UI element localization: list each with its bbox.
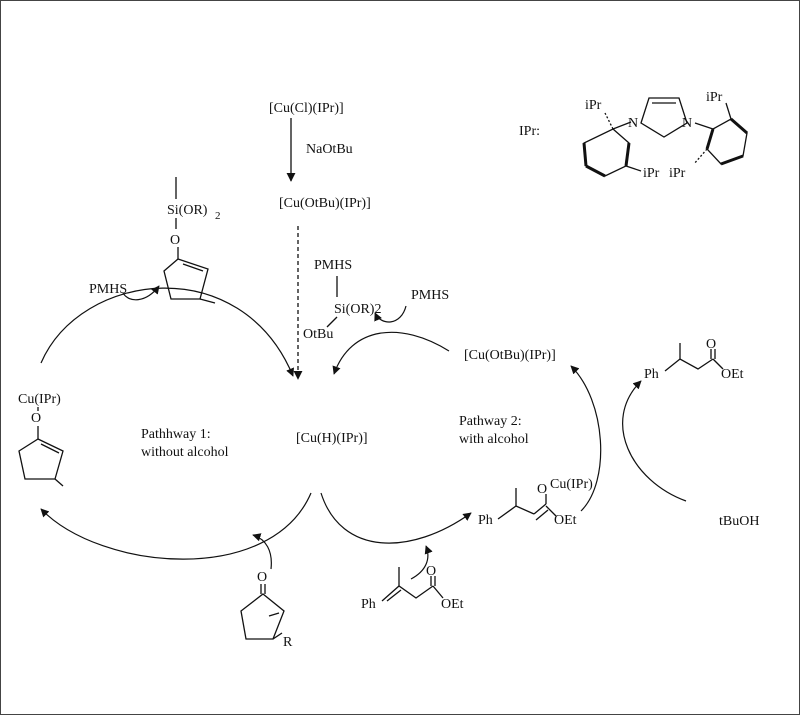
ipr-label-bottom-right: iPr — [669, 166, 686, 181]
enone-double-bond — [268, 612, 280, 617]
product-chain — [664, 358, 714, 372]
byproduct-otbu-label: OtBu — [303, 327, 333, 342]
alcoholysis-arrow — [622, 380, 687, 502]
enone-entry-arrow — [252, 533, 272, 570]
ipr-label-top-right: iPr — [706, 90, 723, 105]
precursor-label: [Cu(Cl)(IPr)] — [269, 101, 344, 116]
ester-substrate-ph-label: Ph — [361, 597, 376, 612]
ester-enolate-o-label: O — [537, 482, 547, 497]
byproduct-pmhs-label: PMHS — [314, 258, 352, 273]
enolate-double-bond — [40, 443, 60, 454]
ipr-label-bottom-left: iPr — [643, 166, 660, 181]
ester-substrate-o-label: O — [426, 564, 436, 579]
ester-substrate-oet-label: OEt — [441, 597, 464, 612]
ester-enolate-chain — [497, 505, 535, 520]
hydride-label: [Cu(H)(IPr)] — [296, 431, 368, 446]
ipr-n-left: N — [628, 116, 638, 131]
ester-enolate-double-bond — [535, 509, 549, 521]
pathway2-bottom-arc — [320, 492, 472, 544]
silyl-si-label: Si(OR) — [167, 203, 208, 218]
base-label: NaOtBu — [306, 142, 353, 157]
pathway2-pmhs-label: PMHS — [411, 288, 449, 303]
regenerated-alkoxide-label: [Cu(OtBu)(IPr)] — [464, 348, 556, 363]
pathway1-pmhs-label: PMHS — [89, 282, 127, 297]
ester-entry-arrow — [410, 545, 433, 580]
product-oet-label: OEt — [721, 367, 744, 382]
si-otbu-bond — [326, 316, 338, 328]
enone-r-label: R — [283, 635, 293, 650]
pathway2-title: Pathway 2: — [459, 414, 522, 429]
ligand-label: IPr: — [519, 124, 540, 139]
enolate-methyl-bond — [54, 478, 64, 487]
ester-enolate-cu-label: Cu(IPr) — [550, 477, 593, 492]
ester-enolate-oet-bond — [545, 505, 557, 517]
enone-o-label: O — [257, 570, 267, 585]
silyl-cyclopentene-ring — [163, 258, 209, 300]
enone-r-bond — [272, 632, 283, 640]
pathway2-subtitle: with alcohol — [459, 432, 529, 447]
ester-substrate-chain — [381, 585, 434, 602]
ester-enolate-ph-label: Ph — [478, 513, 493, 528]
cu-enolate-label: Cu(IPr) — [18, 392, 61, 407]
pathway1-bottom-arc — [40, 492, 312, 560]
pathway1-subtitle: without alcohol — [141, 445, 229, 460]
ester-enolate-oet-label: OEt — [554, 513, 577, 528]
ipr-label-top-left: iPr — [585, 98, 602, 113]
byproduct-si-label: Si(OR)2 — [334, 302, 381, 317]
ipr-n-right: N — [682, 116, 692, 131]
pathway2-right-arc — [570, 365, 602, 512]
ipr-ligand-structure — [582, 97, 748, 178]
alcohol-label: tBuOH — [719, 514, 759, 529]
silyl-methyl-bond — [199, 298, 216, 304]
pmhs-silylation-arrow — [122, 285, 160, 301]
enone-ring — [240, 593, 285, 640]
silyl-si-subscript: 2 — [215, 210, 221, 222]
alkoxide-label: [Cu(OtBu)(IPr)] — [279, 196, 371, 211]
ester-substrate-double-bond — [386, 589, 402, 602]
product-oet-bond — [712, 358, 724, 370]
pmhs-exchange-arrow — [374, 305, 407, 323]
pathway1-top-arc — [40, 287, 294, 377]
pathway2-top-arc — [332, 331, 450, 375]
ester-enolate-c-c — [533, 503, 547, 515]
enolate-cyclopentene-ring — [18, 438, 64, 480]
product-ph-label: Ph — [644, 367, 659, 382]
product-o-label: O — [706, 337, 716, 352]
silyl-o-label: O — [170, 233, 180, 248]
silyl-double-bond — [182, 263, 204, 272]
pathway1-title: Pathhway 1: — [141, 427, 211, 442]
cu-enolate-o-label: O — [31, 411, 41, 426]
ester-substrate-oet-bond — [432, 585, 444, 599]
